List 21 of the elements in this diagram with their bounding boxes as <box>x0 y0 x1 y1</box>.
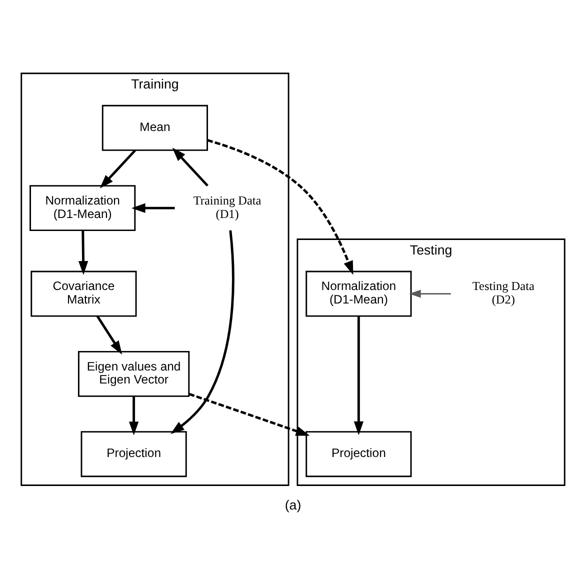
node-text: Training Data (D1) <box>193 193 262 220</box>
node-box: Normalization (D1-Mean) <box>30 184 136 231</box>
node-box: Projection <box>80 430 187 477</box>
caption: (a) <box>284 496 302 512</box>
node-box: Mean <box>102 104 208 150</box>
arrow <box>128 396 139 435</box>
arrow <box>207 138 354 274</box>
node-box: Covariance Matrix <box>30 270 137 316</box>
arrow <box>188 392 310 436</box>
arrow <box>131 202 175 212</box>
node-box: Eigen values and Eigen Vector <box>78 350 190 396</box>
node-text: Testing Data (D2) <box>472 278 534 306</box>
arrow <box>409 289 451 298</box>
arrow <box>172 147 208 186</box>
arrow <box>354 316 364 435</box>
node-box: Projection <box>306 430 412 477</box>
arrow <box>170 230 234 434</box>
node-box: Normalization (D1-Mean) <box>306 270 412 316</box>
arrow <box>78 230 88 274</box>
arrow <box>96 315 122 354</box>
arrow <box>100 148 136 188</box>
